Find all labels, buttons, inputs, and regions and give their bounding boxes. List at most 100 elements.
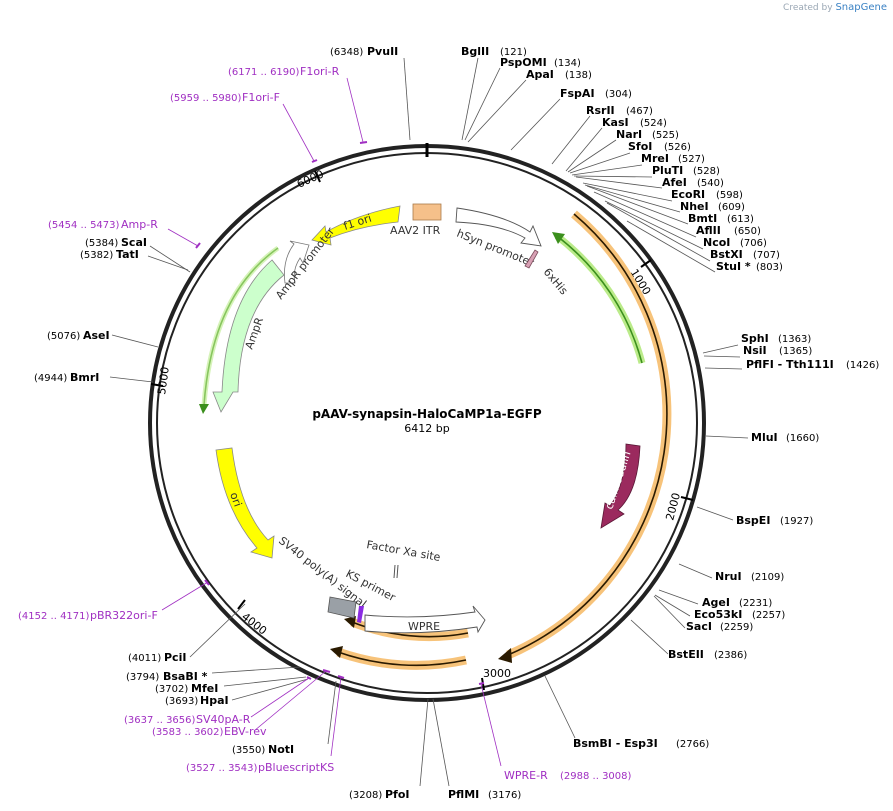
svg-text:(609): (609) xyxy=(718,202,745,213)
ampr-green-glow xyxy=(201,245,280,406)
enzyme-bmri: BmrI xyxy=(70,371,99,384)
primer-labels: (6171 .. 6190)F1ori-R (5959 .. 5980)F1or… xyxy=(18,65,632,782)
enzyme-bsmbi-esp3i: BsmBI - Esp3I xyxy=(573,737,658,750)
enzyme-pvuii: PvuII xyxy=(367,45,398,58)
svg-text:(6348): (6348) xyxy=(330,47,363,58)
svg-text:(707): (707) xyxy=(753,250,780,261)
enzyme-sfoi: SfoI xyxy=(628,140,652,153)
ampr-promoter-arrow xyxy=(284,240,310,284)
enzyme-kasi: KasI xyxy=(602,116,629,129)
svg-text:(527): (527) xyxy=(678,154,705,165)
plasmid-name: pAAV-synapsin-HaloCaMP1a-EGFP xyxy=(312,407,542,421)
svg-text:(134): (134) xyxy=(554,58,581,69)
lower-line-2 xyxy=(337,651,467,667)
his-tag-arrow xyxy=(524,249,539,269)
enzyme-sphi: SphI xyxy=(741,332,769,345)
svg-text:(3208): (3208) xyxy=(349,790,382,801)
hsyn-promoter-arrow xyxy=(455,207,542,247)
green-orf-arrowhead xyxy=(552,232,565,244)
aav2-itr-box xyxy=(412,203,442,221)
primer-f1ori-f: F1ori-F xyxy=(242,91,280,104)
svg-text:(2109): (2109) xyxy=(751,572,784,583)
tick-6000: 6000 xyxy=(295,167,326,190)
enzyme-ecori: EcoRI xyxy=(671,188,705,201)
svg-text:(5076): (5076) xyxy=(47,331,80,342)
enzyme-asei: AseI xyxy=(83,329,110,342)
enzyme-bspei: BspEI xyxy=(736,514,770,527)
svg-text:(3583 .. 3602): (3583 .. 3602) xyxy=(152,727,224,738)
factor-xa-mark-2 xyxy=(396,564,399,579)
tick-5000: 5000 xyxy=(155,366,172,396)
enzyme-aflii: AflII xyxy=(696,224,721,237)
ampr-green-arrowhead xyxy=(199,404,209,414)
svg-text:(2766): (2766) xyxy=(676,739,709,750)
ks-primer-mark xyxy=(357,606,364,623)
svg-text:(3693): (3693) xyxy=(165,696,198,707)
enzyme-bglii: BglII xyxy=(461,45,489,58)
svg-text:(540): (540) xyxy=(697,178,724,189)
primer-wpre-r: WPRE-R xyxy=(504,769,548,782)
svg-text:(5454 .. 5473): (5454 .. 5473) xyxy=(48,220,120,231)
enzyme-labels: (6348) PvuII BglII (121) PspOMI (134) ApaI (… xyxy=(34,45,879,801)
enzyme-noti: NotI xyxy=(268,743,294,756)
svg-text:(2257): (2257) xyxy=(752,610,785,621)
enzyme-bmti: BmtI xyxy=(688,212,717,225)
wpre-label: WPRE xyxy=(408,620,440,633)
enzyme-pspomi: PspOMI xyxy=(500,56,547,69)
svg-text:(5382): (5382) xyxy=(80,250,113,261)
enzyme-mlui: MluI xyxy=(751,431,778,444)
calmodulin-arrow xyxy=(600,443,641,529)
enzyme-saci: SacI xyxy=(686,620,712,633)
snapgene-credit: Created by SnapGene xyxy=(783,2,887,13)
enzyme-pfoi: PfoI xyxy=(385,788,410,801)
f1-ori-arrow xyxy=(311,205,401,246)
ampr-arrow xyxy=(212,259,285,413)
svg-text:(3176): (3176) xyxy=(488,790,521,801)
svg-text:(4152 .. 4171): (4152 .. 4171) xyxy=(18,611,90,622)
primer-sv40pa-r: SV40pA-R xyxy=(196,713,251,726)
svg-text:(2259): (2259) xyxy=(720,622,753,633)
svg-text:(1363): (1363) xyxy=(778,334,811,345)
svg-text:(4944): (4944) xyxy=(34,373,67,384)
svg-text:(138): (138) xyxy=(565,70,592,81)
tick-3000: 3000 xyxy=(483,667,511,680)
wpre-arrow xyxy=(364,605,486,634)
enzyme-mfei: MfeI xyxy=(191,682,218,695)
factor-xa-label: Factor Xa site xyxy=(365,538,441,564)
svg-text:(3702): (3702) xyxy=(155,684,188,695)
svg-text:(528): (528) xyxy=(693,166,720,177)
svg-text:(304): (304) xyxy=(605,89,632,100)
primer-pbluescriptks: pBluescriptKS xyxy=(258,761,334,774)
aav2-itr-label: AAV2 ITR xyxy=(390,224,441,237)
svg-text:(650): (650) xyxy=(734,226,761,237)
green-glow-track xyxy=(554,233,646,364)
enzyme-fspai: FspAI xyxy=(560,87,595,100)
svg-text:(1365): (1365) xyxy=(779,346,812,357)
svg-text:(1927): (1927) xyxy=(780,516,813,527)
svg-text:(706): (706) xyxy=(740,238,767,249)
svg-text:(467): (467) xyxy=(626,106,653,117)
enzyme-nari: NarI xyxy=(616,128,642,141)
enzyme-eco53ki: Eco53kI xyxy=(694,608,742,621)
svg-text:(1426): (1426) xyxy=(846,360,879,371)
enzyme-nrui: NruI xyxy=(715,570,742,583)
svg-text:(2988 .. 3008): (2988 .. 3008) xyxy=(560,771,632,782)
enzyme-scai: ScaI xyxy=(121,236,147,249)
svg-text:(613): (613) xyxy=(727,214,754,225)
enzyme-mrei: MreI xyxy=(641,152,669,165)
enzyme-pcii: PciI xyxy=(164,651,186,664)
svg-text:(5384): (5384) xyxy=(85,238,118,249)
svg-text:(598): (598) xyxy=(716,190,743,201)
svg-text:(3794): (3794) xyxy=(126,672,159,683)
svg-text:(4011): (4011) xyxy=(128,653,161,664)
enzyme-agei: AgeI xyxy=(702,596,730,609)
svg-text:(524): (524) xyxy=(640,118,667,129)
svg-text:(121): (121) xyxy=(500,47,527,58)
enzyme-apai: ApaI xyxy=(526,68,554,81)
primer-ebv-rev: EBV-rev xyxy=(224,725,267,738)
ori-arrow xyxy=(215,447,275,559)
enzyme-bsteii: BstEII xyxy=(668,648,704,661)
svg-text:(2386): (2386) xyxy=(714,650,747,661)
enzyme-bstxi: BstXI xyxy=(710,248,743,261)
enzyme-rsrii: RsrII xyxy=(586,104,615,117)
